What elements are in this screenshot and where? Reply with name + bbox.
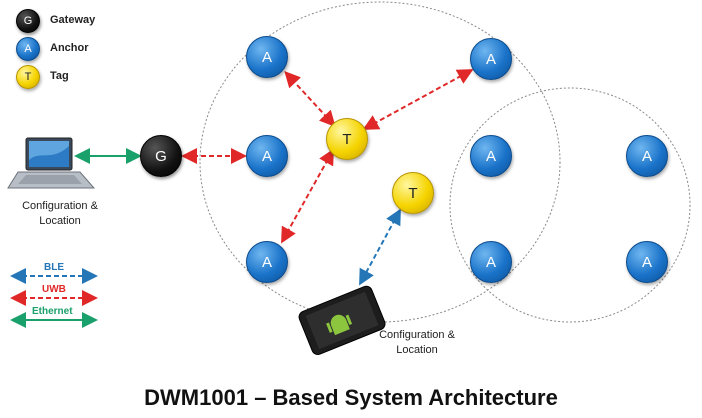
anchor-node-top-right: A xyxy=(470,38,512,80)
uwb-link-tag-anchor-bottomleft xyxy=(281,148,334,244)
anchor-node-bottom-left: A xyxy=(246,241,288,283)
tag-node-lower: T xyxy=(392,172,434,214)
legend-anchor-label: Anchor xyxy=(50,42,89,54)
uwb-link-tag-anchor-topleft xyxy=(284,71,336,127)
laptop-caption: Configuration & Location xyxy=(22,200,98,227)
laptop-icon xyxy=(7,137,96,189)
anchor-node-lower-center: A xyxy=(470,241,512,283)
gateway-node: G xyxy=(140,135,182,177)
anchor-node-far-right-upper: A xyxy=(626,135,668,177)
network-area-left xyxy=(199,1,561,323)
legend-gateway-icon: G xyxy=(16,9,40,33)
legend-ble-label: BLE xyxy=(44,262,64,273)
ble-link-tag-tablet xyxy=(359,208,401,286)
legend-tag-label: Tag xyxy=(50,70,69,82)
legend-ethernet-label: Ethernet xyxy=(32,306,73,317)
tag-node-upper: T xyxy=(326,118,368,160)
diagram-title: DWM1001 – Based System Architecture xyxy=(144,385,558,410)
legend-gateway-label: Gateway xyxy=(50,14,96,26)
uwb-link-tag-anchor-topright xyxy=(362,69,474,130)
tablet-icon xyxy=(298,285,386,356)
network-area-right xyxy=(449,87,691,323)
legend-anchor-icon: A xyxy=(16,37,40,61)
anchor-node-far-right-lower: A xyxy=(626,241,668,283)
anchor-node-top-left: A xyxy=(246,36,288,78)
legend-uwb-label: UWB xyxy=(42,284,66,295)
anchor-node-middle-left: A xyxy=(246,135,288,177)
legend-tag-icon: T xyxy=(16,65,40,89)
anchor-node-center: A xyxy=(470,135,512,177)
tablet-caption: Configuration & Location xyxy=(379,329,455,356)
